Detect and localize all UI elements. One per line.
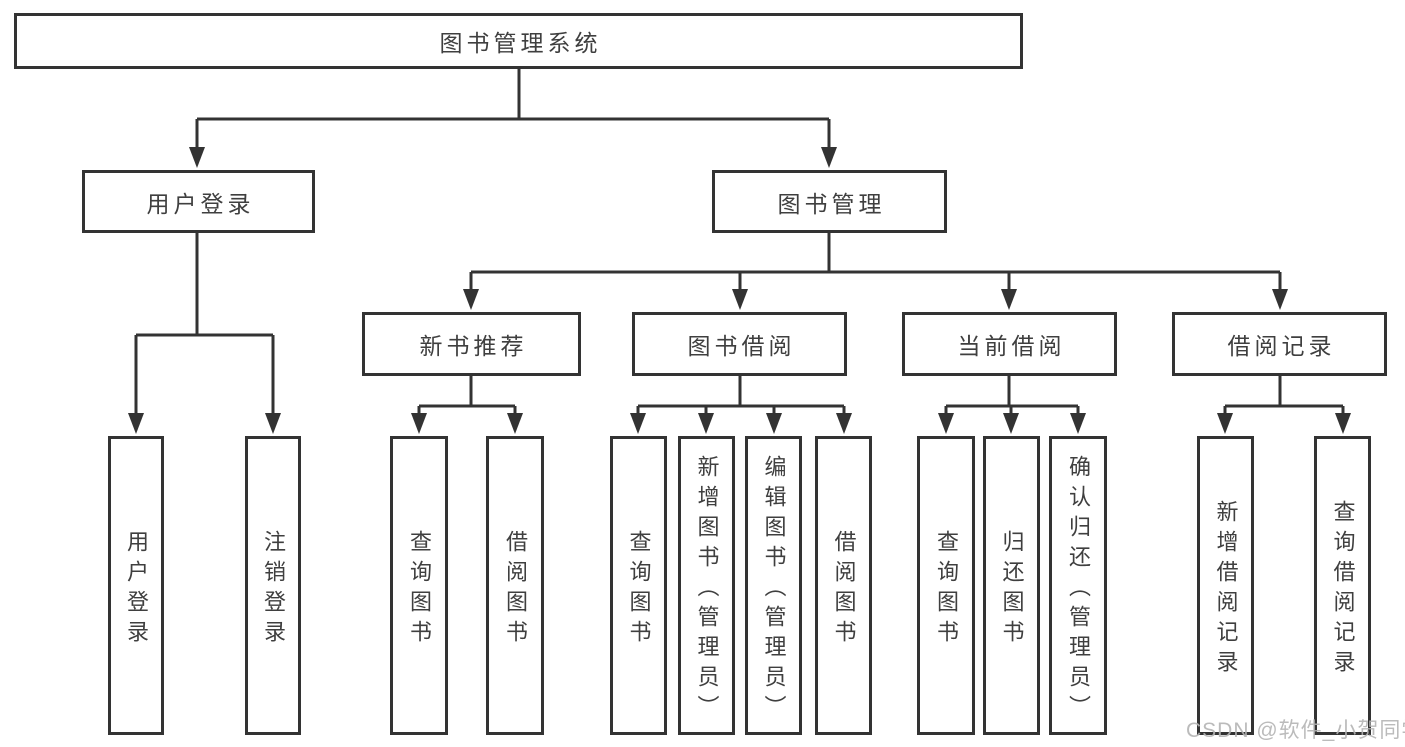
node-label: 当前借阅 bbox=[957, 333, 1066, 359]
node-label: 借阅记录 bbox=[1227, 333, 1336, 359]
leaf-query-borrow-record: 查询借阅记录 bbox=[1314, 436, 1371, 735]
leaf-edit-books-admin: 编辑图书（管理员） bbox=[745, 436, 802, 735]
node-label: 图书管理 bbox=[777, 190, 886, 217]
node-label: 新书推荐 bbox=[419, 333, 528, 359]
node-label: 查询图书 bbox=[934, 529, 959, 650]
node-label: 编辑图书（管理员） bbox=[761, 454, 787, 725]
arrowhead bbox=[766, 413, 782, 434]
leaf-query-books-1: 查询图书 bbox=[390, 436, 448, 735]
csdn-watermark: CSDN @软件_小贺同学 bbox=[1186, 719, 1405, 742]
node-new-book-recommendation: 新书推荐 bbox=[362, 312, 581, 376]
node-label: 查询图书 bbox=[626, 529, 652, 650]
node-label: 用户登录 bbox=[124, 529, 149, 650]
arrowhead bbox=[821, 147, 837, 168]
arrowhead bbox=[938, 413, 954, 434]
arrowhead bbox=[463, 289, 479, 310]
arrowhead bbox=[698, 413, 714, 434]
leaf-query-books-3: 查询图书 bbox=[917, 436, 975, 735]
arrowhead bbox=[630, 413, 646, 434]
leaf-user-login: 用户登录 bbox=[108, 436, 164, 735]
leaf-add-books-admin: 新增图书（管理员） bbox=[678, 436, 735, 735]
leaf-borrow-books-2: 借阅图书 bbox=[815, 436, 872, 735]
node-label: 查询图书 bbox=[407, 529, 432, 650]
arrowhead bbox=[1335, 413, 1351, 434]
arrowhead bbox=[1217, 413, 1233, 434]
arrowhead bbox=[1272, 289, 1288, 310]
arrowhead bbox=[732, 289, 748, 310]
leaf-add-borrow-record: 新增借阅记录 bbox=[1197, 436, 1254, 735]
node-label: 图书借阅 bbox=[687, 333, 796, 359]
arrowhead bbox=[411, 413, 427, 434]
leaf-logout: 注销登录 bbox=[245, 436, 301, 735]
node-label: 确认归还（管理员） bbox=[1066, 454, 1091, 725]
node-label: 注销登录 bbox=[261, 529, 286, 650]
node-current-borrowing: 当前借阅 bbox=[902, 312, 1117, 376]
arrowhead bbox=[189, 147, 205, 168]
node-label: 用户登录 bbox=[146, 190, 255, 217]
node-label: 图书管理系统 bbox=[439, 30, 602, 56]
node-label: 新增借阅记录 bbox=[1213, 499, 1239, 680]
arrowhead bbox=[836, 413, 852, 434]
connector-paths bbox=[134, 69, 1345, 416]
leaf-query-books-2: 查询图书 bbox=[610, 436, 667, 735]
arrowhead bbox=[128, 413, 144, 434]
node-label: 查询借阅记录 bbox=[1330, 499, 1356, 680]
node-user-login: 用户登录 bbox=[82, 170, 315, 233]
node-root: 图书管理系统 bbox=[14, 13, 1023, 69]
arrowhead bbox=[265, 413, 281, 434]
node-label: 归还图书 bbox=[999, 529, 1025, 650]
node-book-borrowing: 图书借阅 bbox=[632, 312, 847, 376]
leaf-borrow-books-1: 借阅图书 bbox=[486, 436, 544, 735]
arrowhead bbox=[507, 413, 523, 434]
node-label: 新增图书（管理员） bbox=[694, 454, 720, 725]
node-borrowing-records: 借阅记录 bbox=[1172, 312, 1387, 376]
arrowhead bbox=[1001, 289, 1017, 310]
leaf-return-books: 归还图书 bbox=[983, 436, 1040, 735]
leaf-confirm-return-admin: 确认归还（管理员） bbox=[1049, 436, 1107, 735]
node-book-management: 图书管理 bbox=[712, 170, 947, 233]
arrowhead bbox=[1070, 413, 1086, 434]
arrowhead bbox=[1003, 413, 1019, 434]
node-label: 借阅图书 bbox=[503, 529, 528, 650]
node-label: 借阅图书 bbox=[831, 529, 857, 650]
